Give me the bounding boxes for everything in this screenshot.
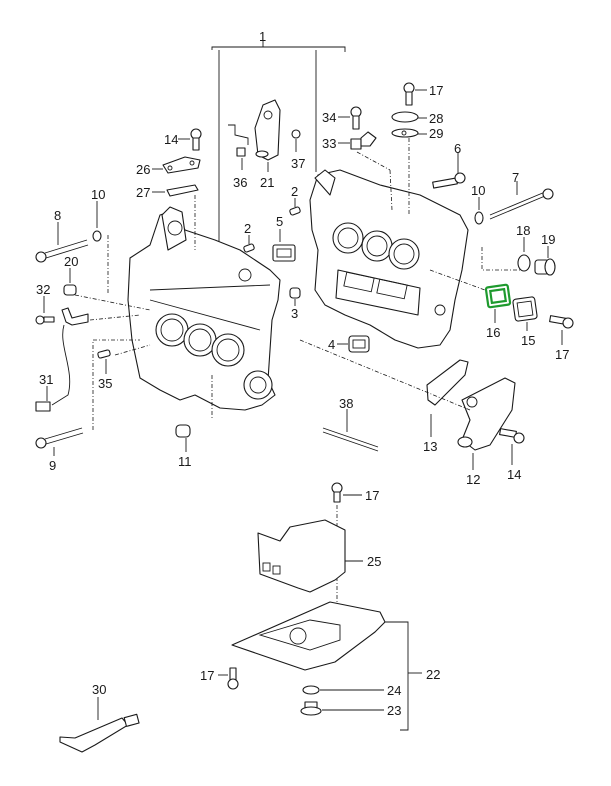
part-11-sleeve[interactable]: [175, 375, 213, 452]
part-5-gasket[interactable]: [272, 229, 296, 262]
callout-30[interactable]: 30: [92, 682, 107, 697]
callout-5[interactable]: 5: [276, 214, 284, 229]
callout-34[interactable]: 34: [322, 110, 337, 125]
part-30-sealant-tube[interactable]: [59, 697, 140, 753]
part-23-drain-plug[interactable]: [300, 701, 384, 716]
part-16-gasket-highlighted[interactable]: [484, 283, 512, 323]
callout-17[interactable]: 17: [555, 347, 570, 362]
part-2-dowel-b[interactable]: [243, 235, 255, 253]
part-35-dowel[interactable]: [97, 349, 111, 374]
callout-10[interactable]: 10: [91, 187, 106, 202]
callout-7[interactable]: 7: [512, 170, 520, 185]
part-17-bolt-top[interactable]: [403, 82, 427, 106]
callout-26[interactable]: 26: [136, 162, 151, 177]
part-2-dowel-a[interactable]: [289, 198, 301, 216]
part-7-stud[interactable]: [489, 181, 554, 220]
callout-1[interactable]: 1: [259, 29, 267, 44]
callout-3[interactable]: 3: [291, 306, 299, 321]
part-20-sleeve[interactable]: [63, 268, 77, 296]
part-31-sensor[interactable]: [35, 307, 89, 412]
callout-2[interactable]: 2: [244, 221, 252, 236]
part-13-gasket[interactable]: [426, 359, 469, 437]
part-29-gasket[interactable]: [391, 128, 427, 215]
callout-24[interactable]: 24: [387, 683, 402, 698]
part-14-bolt-right[interactable]: [499, 428, 525, 465]
part-18-seal[interactable]: [517, 237, 531, 272]
callout-4[interactable]: 4: [328, 337, 336, 352]
callout-18[interactable]: 18: [516, 223, 531, 238]
part-8-bolt[interactable]: [35, 222, 89, 263]
callout-14[interactable]: 14: [507, 467, 522, 482]
group-bracket-22: [385, 621, 422, 731]
callout-22[interactable]: 22: [426, 667, 441, 682]
callout-21[interactable]: 21: [260, 175, 275, 190]
part-36-bushing[interactable]: [228, 124, 249, 170]
part-15-cover[interactable]: [512, 296, 538, 331]
callout-12[interactable]: 12: [466, 472, 481, 487]
callout-10[interactable]: 10: [471, 183, 486, 198]
callout-8[interactable]: 8: [54, 208, 62, 223]
part-24-seal-ring[interactable]: [302, 685, 384, 695]
callout-19[interactable]: 19: [541, 232, 556, 247]
part-17-bolt-right[interactable]: [549, 315, 574, 345]
part-19-plug[interactable]: [534, 246, 556, 276]
callout-6[interactable]: 6: [454, 141, 462, 156]
callout-38[interactable]: 38: [339, 396, 354, 411]
part-10-oring-right[interactable]: [474, 197, 484, 225]
callout-27[interactable]: 27: [136, 185, 151, 200]
callout-11[interactable]: 11: [178, 454, 192, 469]
part-32-bolt[interactable]: [35, 296, 55, 325]
part-34-bolt[interactable]: [338, 106, 362, 130]
part-27-plate[interactable]: [152, 184, 199, 250]
callout-33[interactable]: 33: [322, 136, 337, 151]
crankcase-right-half[interactable]: [309, 169, 469, 349]
group-bracket-1: [211, 40, 346, 270]
callout-15[interactable]: 15: [521, 333, 536, 348]
callout-35[interactable]: 35: [98, 376, 113, 391]
callout-37[interactable]: 37: [291, 156, 306, 171]
callout-13[interactable]: 13: [423, 439, 438, 454]
callout-17[interactable]: 17: [365, 488, 380, 503]
part-14-bolt-top[interactable]: [178, 128, 202, 151]
part-26-bracket[interactable]: [152, 156, 201, 174]
part-6-bolt[interactable]: [432, 152, 466, 189]
callout-36[interactable]: 36: [233, 175, 248, 190]
part-17-bolt-bottom[interactable]: [218, 667, 239, 690]
callout-2[interactable]: 2: [291, 184, 299, 199]
part-21-lever[interactable]: [254, 99, 281, 172]
callout-25[interactable]: 25: [367, 554, 382, 569]
callout-14[interactable]: 14: [164, 132, 179, 147]
callout-31[interactable]: 31: [39, 372, 54, 387]
callout-23[interactable]: 23: [387, 703, 402, 718]
callout-29[interactable]: 29: [429, 126, 444, 141]
callout-20[interactable]: 20: [64, 254, 79, 269]
part-10-oring-left[interactable]: [92, 201, 109, 295]
crankcase-left-half[interactable]: [127, 206, 281, 411]
callout-32[interactable]: 32: [36, 282, 51, 297]
part-37-nut[interactable]: [291, 129, 301, 152]
callout-17[interactable]: 17: [429, 83, 444, 98]
part-9-bolt[interactable]: [35, 339, 140, 456]
oil-pan-gasket[interactable]: [231, 601, 386, 671]
part-4-gasket[interactable]: [337, 335, 370, 353]
part-28-flange[interactable]: [391, 111, 427, 123]
callout-17[interactable]: 17: [200, 668, 215, 683]
callout-9[interactable]: 9: [49, 458, 57, 473]
part-3-sleeve[interactable]: [289, 287, 301, 306]
part-25-baffle[interactable]: [257, 519, 363, 593]
part-38-stud[interactable]: [322, 409, 379, 452]
part-33-sensor-holder[interactable]: [338, 131, 393, 211]
part-12-water-pump-housing[interactable]: [457, 377, 516, 470]
callout-28[interactable]: 28: [429, 111, 444, 126]
callout-16[interactable]: 16: [486, 325, 501, 340]
